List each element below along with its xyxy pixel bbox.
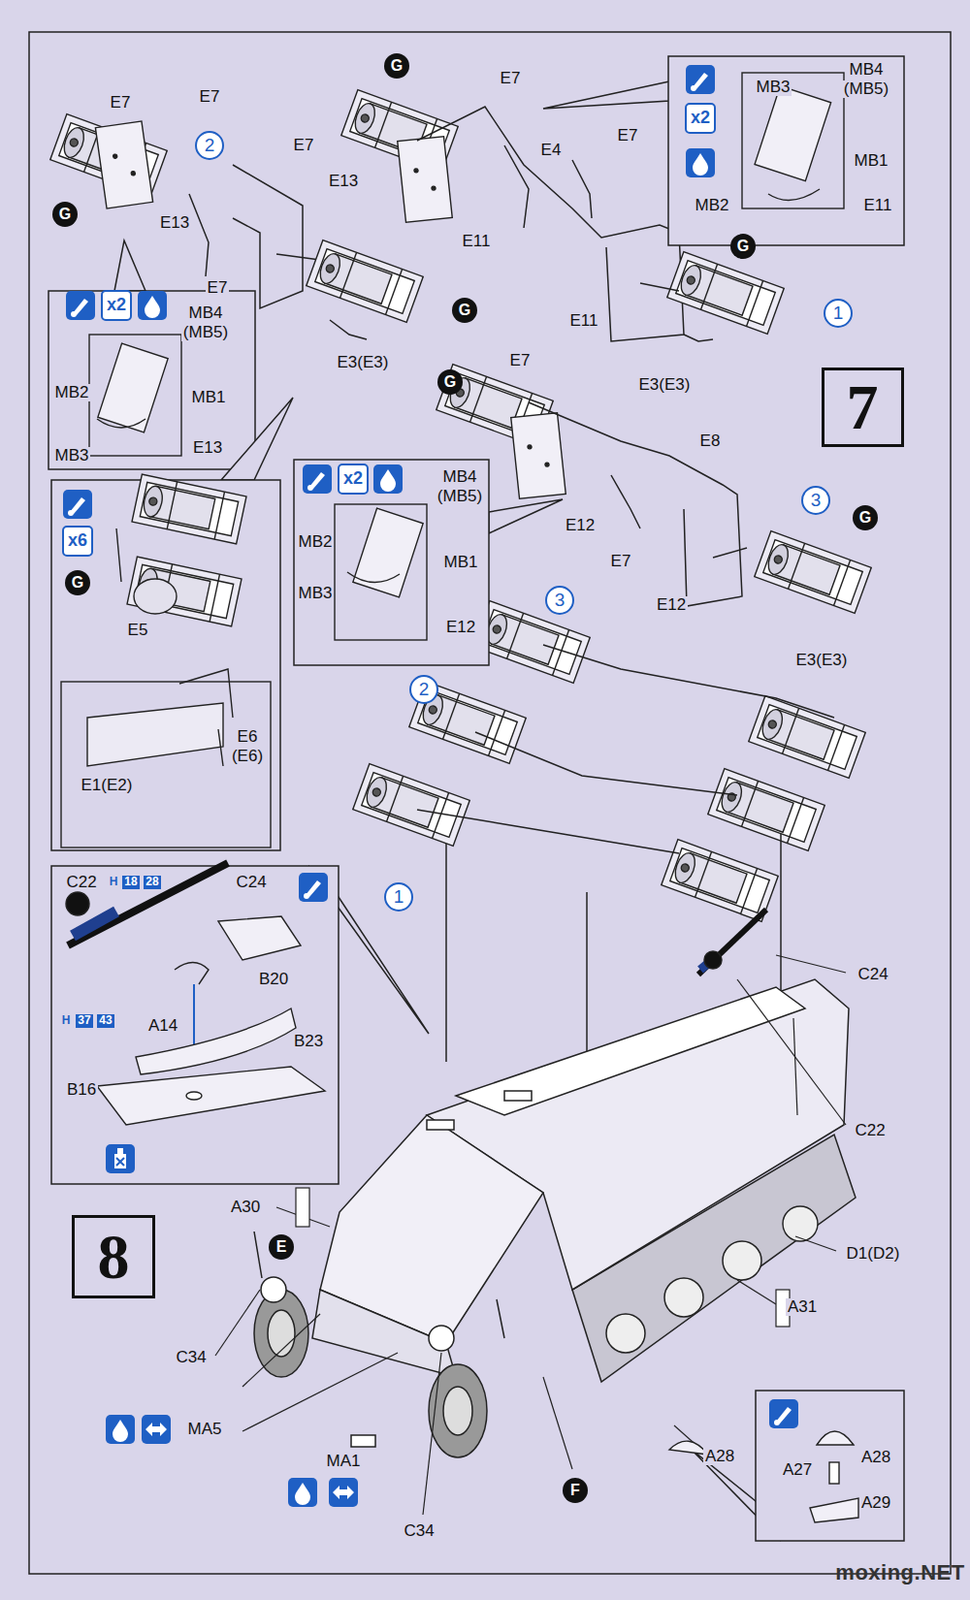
quantity-badge: x2 xyxy=(337,463,369,495)
part-label: C34 xyxy=(173,1349,208,1368)
step-number: 8 xyxy=(97,1225,130,1290)
part-label: C24 xyxy=(233,873,268,893)
part-label: C34 xyxy=(401,1522,436,1542)
part-label: (E6) xyxy=(229,747,265,767)
watermark: moxing.NET xyxy=(835,1561,965,1585)
part-label: C22 xyxy=(852,1122,887,1141)
part-label: E11 xyxy=(862,196,895,216)
subassembly-marker: G xyxy=(64,570,91,596)
part-label: E1(E2) xyxy=(79,776,135,796)
part-label: E7 xyxy=(291,136,317,156)
part-label: MB4 xyxy=(847,61,886,80)
part-label: A29 xyxy=(859,1494,893,1514)
part-label: E7 xyxy=(498,69,523,89)
paint-code: H xyxy=(109,875,119,889)
part-label: B23 xyxy=(291,1033,325,1052)
part-label: E7 xyxy=(108,94,133,113)
part-label: E5 xyxy=(126,621,151,641)
part-label: MB2 xyxy=(296,533,335,552)
part-label: E12 xyxy=(654,596,688,615)
part-label: E11 xyxy=(568,312,601,331)
callout-number: 1 xyxy=(823,298,853,328)
part-label: E12 xyxy=(563,517,597,536)
part-label: C22 xyxy=(64,873,98,893)
part-label: MB4 xyxy=(441,468,480,487)
part-label: MA1 xyxy=(324,1453,363,1472)
part-label: E7 xyxy=(615,127,641,146)
quantity-badge: x2 xyxy=(684,102,716,134)
part-label: E7 xyxy=(205,279,230,298)
part-label: E6 xyxy=(235,728,260,747)
step-number-box: 7 xyxy=(821,367,905,448)
part-label: MB3 xyxy=(754,78,793,97)
part-label: A14 xyxy=(146,1017,180,1036)
part-label: C24 xyxy=(855,966,890,985)
step-number-box: 8 xyxy=(71,1215,156,1299)
subassembly-marker: E xyxy=(268,1234,294,1261)
paint-code: H xyxy=(62,1014,71,1028)
part-label: A28 xyxy=(703,1448,737,1467)
part-label: E3(E3) xyxy=(335,354,391,373)
part-label: MB4 xyxy=(187,304,226,324)
paint-code: 18 xyxy=(122,875,139,889)
part-label: MA5 xyxy=(186,1421,225,1440)
part-label: MB2 xyxy=(53,384,92,403)
callout-number: 3 xyxy=(545,585,575,615)
callout-number: 2 xyxy=(194,130,225,161)
part-label: MB2 xyxy=(693,196,732,216)
callout-number: 1 xyxy=(384,882,414,912)
part-label: E7 xyxy=(508,352,533,371)
quantity-badge: x6 xyxy=(62,525,94,557)
paint-code: 37 xyxy=(75,1014,93,1028)
part-label: D1(D2) xyxy=(844,1245,903,1264)
subassembly-marker: G xyxy=(384,53,410,79)
part-label: E12 xyxy=(444,618,478,638)
part-label: A30 xyxy=(228,1198,262,1218)
subassembly-marker: G xyxy=(852,505,878,531)
part-label: MB1 xyxy=(852,152,891,171)
callout-number: 2 xyxy=(409,675,439,705)
part-label: E7 xyxy=(197,88,223,107)
quantity-badge: x2 xyxy=(100,290,132,322)
part-label: E13 xyxy=(158,214,192,233)
part-label: (MB5) xyxy=(435,487,485,507)
subassembly-marker: G xyxy=(452,297,478,324)
subassembly-marker: F xyxy=(562,1478,588,1504)
callout-number: 3 xyxy=(801,485,831,516)
subassembly-marker: G xyxy=(730,233,756,259)
part-label: B20 xyxy=(257,970,291,990)
part-label: E4 xyxy=(539,141,564,161)
part-label: E3(E3) xyxy=(794,651,850,671)
part-label: A31 xyxy=(785,1298,819,1318)
step-number: 7 xyxy=(846,375,879,440)
part-label: E3(E3) xyxy=(637,376,693,395)
part-label: A27 xyxy=(780,1461,814,1481)
part-label: MB1 xyxy=(190,388,228,408)
part-label: MB1 xyxy=(442,553,481,573)
part-label: E13 xyxy=(326,172,360,192)
part-label: (MB5) xyxy=(181,323,230,343)
subassembly-marker: G xyxy=(437,369,463,395)
part-label: MB3 xyxy=(296,584,335,604)
paint-code: 43 xyxy=(97,1014,114,1028)
paint-code: 28 xyxy=(143,875,161,889)
subassembly-marker: G xyxy=(52,201,78,227)
part-label: E13 xyxy=(191,439,225,458)
part-label: MB3 xyxy=(53,447,92,466)
part-label: E11 xyxy=(460,232,493,252)
part-label: E8 xyxy=(698,432,723,452)
part-label: (MB5) xyxy=(841,80,891,99)
part-label: B16 xyxy=(64,1081,98,1100)
part-label: A28 xyxy=(859,1449,893,1468)
part-label: E7 xyxy=(609,552,634,572)
